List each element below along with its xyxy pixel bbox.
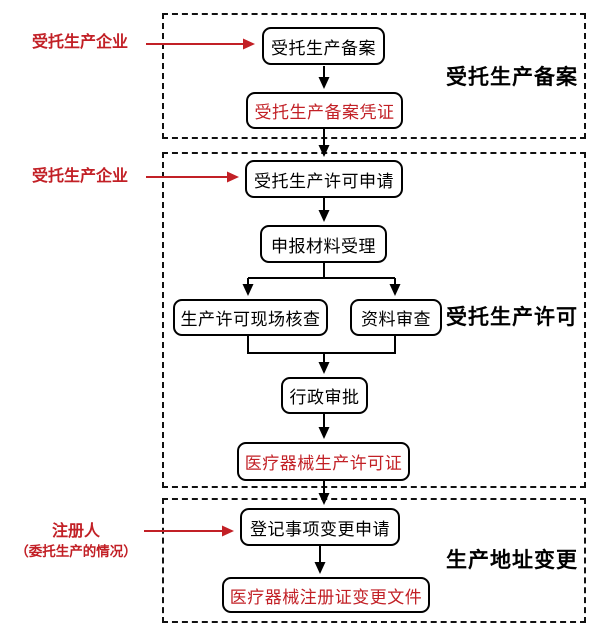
section-filing-label: 受托生产备案 bbox=[446, 66, 578, 89]
node-filing-certificate: 受托生产备案凭证 bbox=[246, 92, 403, 129]
side-label-entrusted-manufacturer-1: 受托生产企业 bbox=[20, 32, 140, 54]
section-address-change-frame bbox=[162, 498, 586, 623]
node-onsite-inspection: 生产许可现场核查 bbox=[173, 299, 328, 336]
section-license-label: 受托生产许可 bbox=[446, 306, 578, 329]
side-label-text: 受托生产企业 bbox=[31, 168, 128, 185]
node-registration-change-application: 登记事项变更申请 bbox=[240, 508, 400, 546]
node-license-application: 受托生产许可申请 bbox=[245, 160, 403, 198]
connector-merge bbox=[247, 336, 396, 354]
side-label-entrusted-manufacturer-2: 受托生产企业 bbox=[20, 166, 140, 188]
node-entrusted-production-filing: 受托生产备案 bbox=[262, 27, 385, 65]
node-administrative-approval: 行政审批 bbox=[281, 377, 368, 414]
side-label-subtext: （委托生产的情况） bbox=[15, 543, 137, 559]
side-label-text: 受托生产企业 bbox=[31, 34, 128, 51]
node-document-review: 资料审查 bbox=[350, 299, 442, 336]
section-license-frame bbox=[162, 152, 586, 488]
node-application-materials-acceptance: 申报材料受理 bbox=[260, 225, 387, 263]
node-production-license-certificate: 医疗器械生产许可证 bbox=[237, 442, 410, 481]
side-label-registrant: 注册人 （委托生产的情况） bbox=[0, 521, 152, 561]
section-address-change-label: 生产地址变更 bbox=[446, 549, 578, 572]
side-label-text: 注册人 bbox=[51, 523, 100, 540]
section-filing-frame bbox=[162, 13, 586, 139]
node-registration-change-document: 医疗器械注册证变更文件 bbox=[222, 577, 430, 613]
connector-split bbox=[248, 263, 395, 279]
